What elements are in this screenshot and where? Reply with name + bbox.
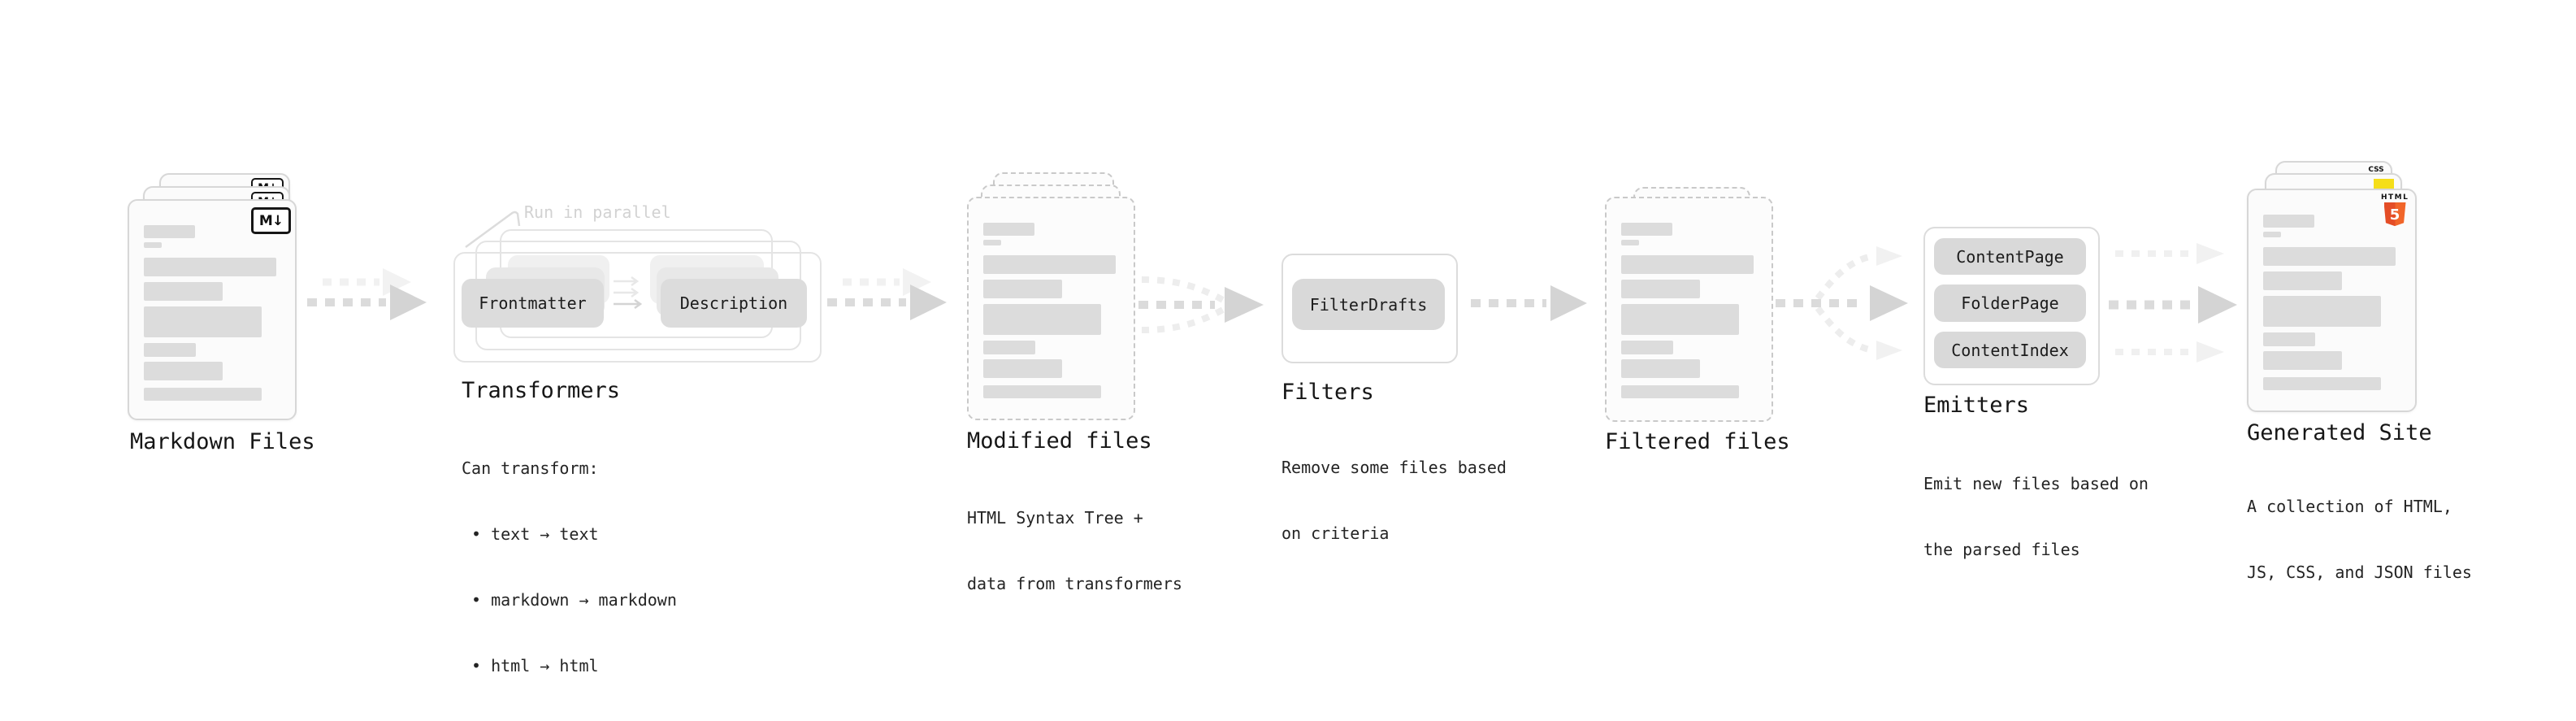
html5-icon: HTML 5 bbox=[2381, 193, 2409, 227]
skeleton-text-bar bbox=[2263, 351, 2342, 370]
skeleton-text-bar bbox=[983, 255, 1116, 274]
emitter-contentpage: ContentPage bbox=[1934, 238, 2086, 275]
transformers-panel bbox=[453, 252, 822, 363]
stage-caption-transformers: Can transform: • text → text • markdown … bbox=[462, 414, 677, 721]
transformer-description: Description bbox=[661, 279, 807, 328]
skeleton-text-bar bbox=[144, 343, 196, 357]
caption-line: Can transform: bbox=[462, 458, 599, 478]
caption-line: HTML Syntax Tree + bbox=[967, 508, 1143, 528]
generated-site-card: HTML 5 bbox=[2247, 189, 2417, 412]
skeleton-text-bar bbox=[1621, 359, 1700, 378]
skeleton-text-bar bbox=[144, 306, 262, 337]
stage-caption-filters: Remove some files based on criteria bbox=[1281, 413, 1507, 589]
skeleton-text-bar bbox=[1621, 240, 1639, 245]
caption-line: data from transformers bbox=[967, 574, 1182, 593]
stage-caption-modified-files: HTML Syntax Tree + data from transformer… bbox=[967, 463, 1182, 639]
emitter-contentindex: ContentIndex bbox=[1934, 332, 2086, 368]
stage-label-emitters: Emitters bbox=[1923, 393, 2030, 418]
annotation-leader-line bbox=[465, 211, 521, 249]
stage-caption-emitters: Emit new files based on the parsed files bbox=[1923, 429, 2149, 605]
filter-filterdrafts: FilterDrafts bbox=[1292, 279, 1445, 330]
markdown-icon: M↓ bbox=[251, 207, 291, 234]
transformer-frontmatter: Frontmatter bbox=[462, 279, 604, 328]
emitter-folderpage: FolderPage bbox=[1934, 284, 2086, 322]
flow-arrow-merge-to-filters bbox=[1138, 276, 1264, 333]
caption-line: on criteria bbox=[1281, 523, 1390, 543]
flow-arrow-markdown-to-transformers bbox=[307, 268, 427, 320]
run-in-parallel-annotation: Run in parallel bbox=[524, 202, 671, 222]
skeleton-text-bar bbox=[144, 258, 276, 276]
filtered-file-card bbox=[1605, 197, 1773, 422]
caption-bullet: • html → html bbox=[471, 656, 599, 675]
stage-label-modified-files: Modified files bbox=[967, 428, 1152, 454]
skeleton-text-bar bbox=[144, 242, 162, 248]
caption-line: A collection of HTML, bbox=[2247, 497, 2452, 516]
skeleton-text-bar bbox=[2263, 296, 2381, 327]
skeleton-text-bar bbox=[2263, 232, 2281, 237]
skeleton-text-bar bbox=[1621, 280, 1700, 298]
skeleton-text-bar bbox=[1621, 304, 1739, 335]
skeleton-text-bar bbox=[983, 304, 1101, 335]
skeleton-text-bar bbox=[144, 225, 195, 238]
skeleton-text-bar bbox=[1621, 341, 1673, 354]
skeleton-text-bar bbox=[2263, 215, 2314, 228]
js-icon bbox=[2374, 179, 2394, 190]
skeleton-text-bar bbox=[144, 282, 223, 301]
skeleton-text-bar bbox=[1621, 223, 1672, 236]
skeleton-text-bar bbox=[983, 359, 1062, 378]
modified-file-card bbox=[967, 197, 1135, 420]
skeleton-text-bar bbox=[1621, 255, 1754, 274]
flow-arrow-emitters-to-generated bbox=[2109, 243, 2237, 363]
stage-caption-generated-site: A collection of HTML, JS, CSS, and JSON … bbox=[2247, 452, 2472, 628]
skeleton-text-bar bbox=[2263, 271, 2342, 290]
stage-label-filtered-files: Filtered files bbox=[1605, 429, 1790, 454]
caption-line: JS, CSS, and JSON files bbox=[2247, 562, 2472, 582]
stage-label-markdown-files: Markdown Files bbox=[130, 429, 315, 454]
caption-bullet: • text → text bbox=[471, 524, 599, 544]
stage-label-transformers: Transformers bbox=[462, 378, 621, 403]
parallel-arrows-icon bbox=[614, 276, 643, 310]
skeleton-text-bar bbox=[2263, 377, 2381, 390]
caption-line: the parsed files bbox=[1923, 540, 2080, 559]
skeleton-text-bar bbox=[983, 240, 1001, 245]
pipeline-diagram: M↓ M↓ M↓ Markdown Files Run in parallel bbox=[128, 161, 2472, 675]
flow-arrow-split-to-emitters bbox=[1776, 246, 1908, 360]
caption-line: Remove some files based bbox=[1281, 458, 1507, 477]
skeleton-text-bar bbox=[983, 280, 1062, 298]
stage-label-filters: Filters bbox=[1281, 380, 1374, 405]
skeleton-text-bar bbox=[983, 223, 1034, 236]
skeleton-text-bar bbox=[983, 341, 1035, 354]
flow-arrow-transformers-to-modified bbox=[827, 268, 947, 320]
skeleton-text-bar bbox=[2263, 332, 2315, 346]
flow-arrow-filters-to-filtered bbox=[1471, 285, 1587, 321]
skeleton-text-bar bbox=[983, 385, 1101, 398]
skeleton-text-bar bbox=[144, 388, 262, 401]
skeleton-text-bar bbox=[2263, 247, 2396, 266]
markdown-file-card: M↓ bbox=[128, 199, 297, 420]
skeleton-text-bar bbox=[144, 362, 223, 380]
caption-line: Emit new files based on bbox=[1923, 474, 2149, 493]
caption-bullet: • markdown → markdown bbox=[471, 590, 677, 610]
stage-label-generated-site: Generated Site bbox=[2247, 420, 2432, 445]
skeleton-text-bar bbox=[1621, 385, 1739, 398]
